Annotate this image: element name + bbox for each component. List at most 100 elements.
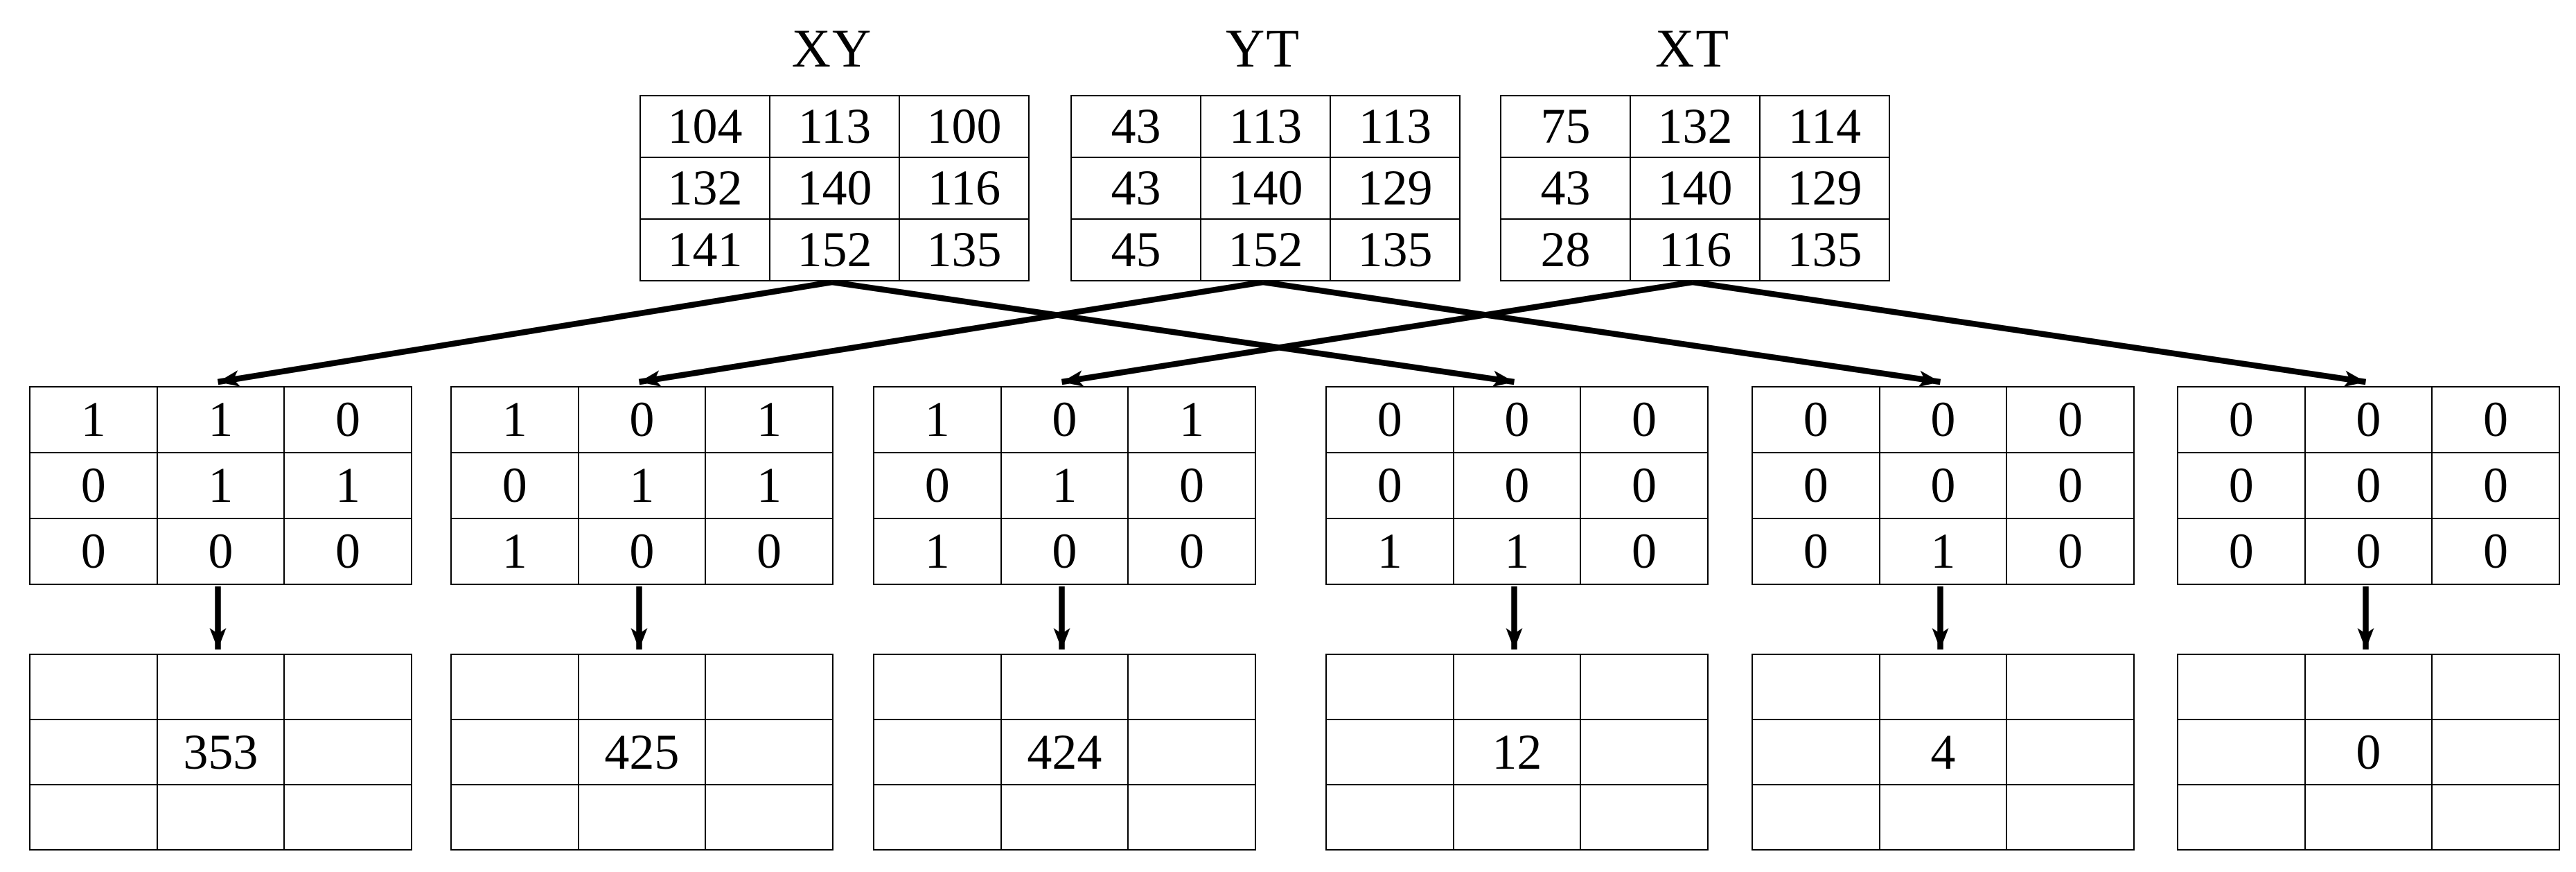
matrix-cell: 0 [2006, 452, 2135, 519]
matrix-cell: 0 [2177, 386, 2306, 453]
matrix-cell: 135 [1330, 218, 1461, 281]
matrix-cell [873, 654, 1002, 720]
matrix-cell [2431, 654, 2560, 720]
matrix-cell: 113 [769, 95, 900, 158]
matrix-cell [1000, 784, 1129, 851]
matrix-cell [2177, 784, 2306, 851]
matrix-cell: 129 [1759, 157, 1890, 220]
matrix-cell: 140 [769, 157, 900, 220]
matrix-cell: 0 [1878, 386, 2008, 453]
matrix-cell: 135 [1759, 218, 1890, 281]
matrix-cell [2006, 784, 2135, 851]
matrix-cell [1752, 719, 1880, 785]
matrix-cell [2431, 719, 2560, 785]
matrix-cell: 152 [769, 218, 900, 281]
result-matrix-2: 425 [450, 654, 833, 851]
matrix-cell: 1 [577, 452, 707, 519]
matrix-cell [29, 784, 158, 851]
matrix-cell: 4 [1878, 719, 2008, 785]
matrix-cell: 1 [1325, 518, 1454, 585]
matrix-cell: 0 [29, 518, 158, 585]
matrix-cell [283, 784, 412, 851]
matrix-cell: 0 [1580, 452, 1709, 519]
matrix-cell [1878, 654, 2008, 720]
matrix-cell: 1 [1127, 386, 1256, 453]
matrix-cell: 140 [1200, 157, 1331, 220]
top-matrix-title-yt: YT [1226, 18, 1300, 78]
matrix-cell: 114 [1759, 95, 1890, 158]
matrix-cell: 0 [1752, 518, 1880, 585]
matrix-cell: 129 [1330, 157, 1461, 220]
matrix-cell: 152 [1200, 218, 1331, 281]
matrix-cell: 1 [450, 386, 579, 453]
matrix-cell [156, 654, 285, 720]
matrix-cell [1580, 719, 1709, 785]
matrix-cell: 43 [1070, 157, 1201, 220]
matrix-cell: 100 [899, 95, 1030, 158]
matrix-cell: 0 [2431, 386, 2560, 453]
matrix-cell: 12 [1452, 719, 1582, 785]
matrix-cell: 104 [639, 95, 770, 158]
matrix-cell: 116 [899, 157, 1030, 220]
matrix-cell: 1 [1452, 518, 1582, 585]
matrix-cell [2177, 654, 2306, 720]
matrix-cell: 0 [2006, 386, 2135, 453]
matrix-cell [29, 719, 158, 785]
matrix-cell [1752, 784, 1880, 851]
matrix-cell: 1 [29, 386, 158, 453]
matrix-cell: 0 [283, 386, 412, 453]
matrix-cell [1452, 784, 1582, 851]
result-matrix-5: 4 [1752, 654, 2135, 851]
matrix-cell [1878, 784, 2008, 851]
matrix-cell [450, 719, 579, 785]
matrix-cell: 113 [1330, 95, 1461, 158]
matrix-cell: 1 [450, 518, 579, 585]
matrix-cell [705, 654, 833, 720]
matrix-cell: 116 [1630, 218, 1761, 281]
matrix-cell: 141 [639, 218, 770, 281]
matrix-cell: 1 [705, 452, 833, 519]
matrix-cell [1127, 654, 1256, 720]
matrix-cell: 45 [1070, 218, 1201, 281]
matrix-cell [29, 654, 158, 720]
result-matrix-4: 12 [1325, 654, 1709, 851]
top-matrix-title-xy: XY [791, 18, 873, 78]
matrix-cell: 0 [1000, 518, 1129, 585]
matrix-cell: 1 [283, 452, 412, 519]
matrix-cell [450, 654, 579, 720]
top-matrix-title-xt: XT [1655, 18, 1730, 78]
matrix-cell [1752, 654, 1880, 720]
matrix-cell: 0 [2177, 452, 2306, 519]
matrix-cell: 0 [450, 452, 579, 519]
matrix-cell: 0 [2304, 518, 2433, 585]
matrix-cell: 0 [577, 386, 707, 453]
matrix-cell [1127, 719, 1256, 785]
matrix-cell: 43 [1500, 157, 1631, 220]
matrix-cell [2177, 719, 2306, 785]
matrix-cell: 0 [1127, 518, 1256, 585]
matrix-cell: 0 [1000, 386, 1129, 453]
arrow-top2-to-binary5 [1262, 279, 1941, 387]
matrix-cell: 0 [1752, 452, 1880, 519]
matrix-cell: 0 [2177, 518, 2306, 585]
matrix-cell [705, 784, 833, 851]
matrix-cell: 75 [1500, 95, 1631, 158]
matrix-cell: 140 [1630, 157, 1761, 220]
matrix-cell [283, 654, 412, 720]
matrix-cell: 0 [29, 452, 158, 519]
arrow-top1-to-binary4 [831, 279, 1515, 387]
matrix-cell [283, 719, 412, 785]
matrix-cell: 0 [2431, 452, 2560, 519]
matrix-cell [2431, 784, 2560, 851]
matrix-cell: 0 [873, 452, 1002, 519]
matrix-cell [705, 719, 833, 785]
matrix-cell: 424 [1000, 719, 1129, 785]
